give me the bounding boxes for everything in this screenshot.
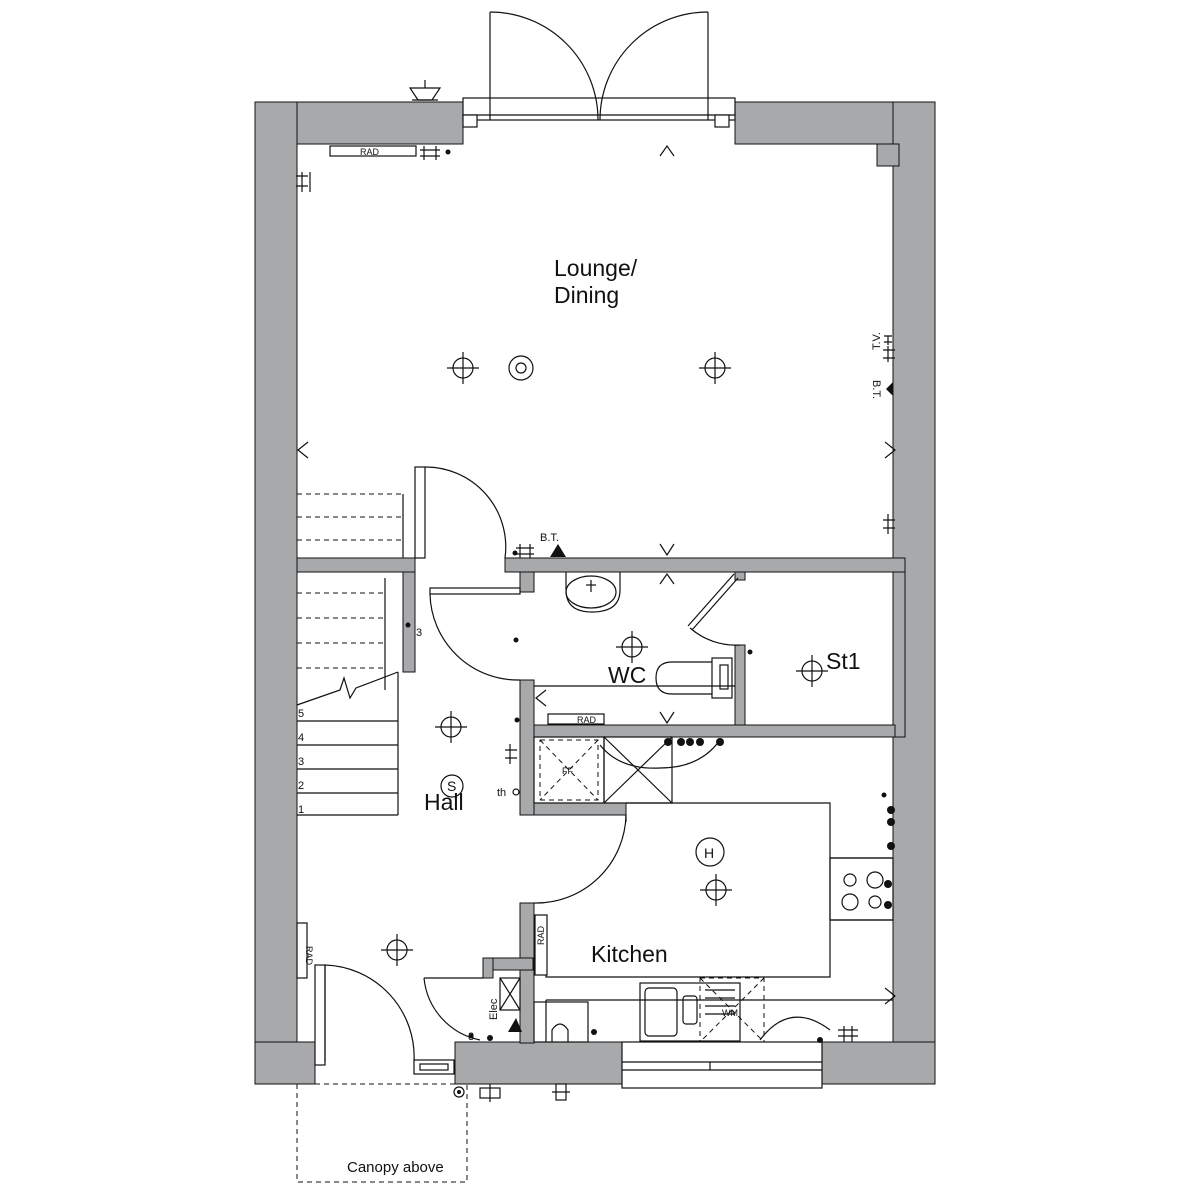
heat-label: H xyxy=(704,845,714,861)
room-label-kitchen: Kitchen xyxy=(591,941,668,967)
front-door xyxy=(314,964,455,1075)
boiler-cupboard xyxy=(599,736,721,804)
socket-icons xyxy=(296,146,895,1042)
interior-walls xyxy=(296,557,906,1044)
window-marks xyxy=(297,144,896,1005)
stair-number-5: 5 xyxy=(298,708,304,720)
room-label-wc: WC xyxy=(608,662,646,688)
corner-cupboard xyxy=(876,143,900,167)
canopy-outline xyxy=(296,1083,468,1183)
switch-dots xyxy=(405,149,895,1043)
external-meter-icons xyxy=(453,1083,570,1102)
bt-label-1: B.T. xyxy=(540,532,559,544)
rad-label-kitchen: RAD xyxy=(536,925,546,945)
stair-number-3: 3 xyxy=(298,756,304,768)
radiator-lounge: RAD xyxy=(329,145,417,157)
light-icon-kitchen xyxy=(700,874,732,906)
stair-number-2: 2 xyxy=(298,780,304,792)
canopy-label: Canopy above xyxy=(347,1159,444,1176)
external-light-icon xyxy=(408,80,442,101)
radiator-hall: RAD xyxy=(296,922,314,979)
light-icon-st1 xyxy=(796,655,828,687)
french-doors xyxy=(462,11,736,128)
room-label-hall: Hall xyxy=(424,789,464,815)
switch-label-3b: 3 xyxy=(468,1031,474,1043)
bt-point-lounge-wall: B.T. xyxy=(870,380,893,399)
rad-label-hall: RAD xyxy=(304,946,314,966)
room-label-lounge-1: Lounge/ xyxy=(554,255,638,281)
internal-doors xyxy=(414,466,741,1041)
light-icon-hall-1 xyxy=(435,711,467,743)
tv-label: T.V. xyxy=(871,332,883,350)
radiator-kitchen: RAD xyxy=(534,914,548,976)
light-points xyxy=(381,352,828,966)
room-label-lounge-2: Dining xyxy=(554,282,619,308)
light-icon-hall-2 xyxy=(381,934,413,966)
bt-point-hall-wall: B.T. xyxy=(540,532,566,557)
smoke-label: S xyxy=(447,778,456,794)
bt-label-2: B.T. xyxy=(870,380,882,399)
light-icon-lounge-1 xyxy=(447,352,479,384)
elec-meter: Elec xyxy=(488,977,522,1032)
rad-label-wc: RAD xyxy=(577,715,597,725)
stairs: 5 4 3 2 1 xyxy=(296,493,404,816)
rad-label-lounge: RAD xyxy=(360,147,380,157)
heat-detector-icon: H xyxy=(695,837,725,867)
tv-point: T.V. xyxy=(871,332,892,350)
ff-label: FF xyxy=(562,766,573,776)
thermostat-label: th xyxy=(497,787,506,799)
stair-number-1: 1 xyxy=(298,804,304,816)
wc-basin xyxy=(565,572,621,613)
light-icon-wc xyxy=(616,631,648,663)
exterior-walls xyxy=(254,101,936,1085)
wc-toilet xyxy=(655,657,733,699)
stair-number-4: 4 xyxy=(298,732,304,744)
switch-label-3a: 3 xyxy=(416,627,422,639)
kitchen-window xyxy=(621,1041,823,1089)
light-icon-lounge-2 xyxy=(699,352,731,384)
elec-label: Elec xyxy=(488,998,500,1020)
radiator-wc: RAD xyxy=(547,713,605,725)
detector-lounge-icon xyxy=(508,355,534,381)
fridge-freezer: FF xyxy=(533,736,605,804)
wm-label: WM xyxy=(722,1008,738,1018)
smoke-detector-icon: S xyxy=(440,774,464,798)
room-label-store: St1 xyxy=(826,648,861,674)
